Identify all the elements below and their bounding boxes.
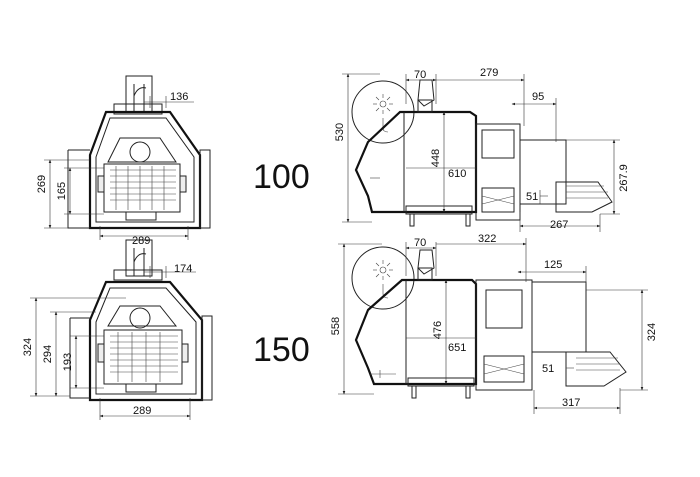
dim-front-height-outer-150: 324 — [22, 338, 34, 356]
dim-side-tube-150: 51 — [542, 363, 554, 375]
dim-side-body-height-100: 448 — [430, 149, 442, 167]
dim-front-height-inner-150: 193 — [62, 353, 74, 371]
dim-side-top-a-150: 70 — [414, 237, 426, 249]
dim-side-hopper-height-100: 267.9 — [618, 164, 630, 192]
front-view-100: 289 269 165 136 — [36, 75, 211, 247]
dim-front-height-mid-150: 294 — [42, 345, 54, 363]
side-view-150: 70 322 125 558 476 651 51 324 317 — [330, 233, 658, 414]
dim-front-width-100: 289 — [132, 235, 150, 247]
dim-side-length-100: 610 — [448, 168, 466, 180]
dim-side-hopper-length-150: 317 — [562, 397, 580, 409]
dim-side-feeder-100: 95 — [532, 91, 544, 103]
model-label-100: 100 — [253, 158, 310, 196]
side-view-100: 70 279 95 530 448 610 51 267.9 267 — [334, 67, 630, 232]
dim-side-length-150: 651 — [448, 342, 466, 354]
dim-side-hopper-length-100: 267 — [550, 219, 568, 231]
dim-side-height-100: 530 — [334, 123, 346, 141]
dim-side-top-b-150: 322 — [478, 233, 496, 245]
front-view-150: 289 324 294 193 174 — [22, 239, 213, 420]
dim-side-feeder-150: 125 — [544, 259, 562, 271]
dim-front-height-inner-100: 165 — [56, 182, 68, 200]
dim-front-pipe-offset-150: 174 — [174, 263, 192, 275]
model-label-150: 150 — [253, 331, 310, 369]
dim-front-pipe-offset-100: 136 — [170, 91, 188, 103]
dim-front-height-outer-100: 269 — [36, 175, 48, 193]
dim-side-hopper-height-150: 324 — [646, 323, 658, 341]
dim-side-top-a-100: 70 — [414, 69, 426, 81]
dim-front-width-150: 289 — [133, 405, 151, 417]
dim-side-tube-100: 51 — [526, 191, 538, 203]
dim-side-height-150: 558 — [330, 317, 342, 335]
dim-side-top-b-100: 279 — [480, 67, 498, 79]
dim-side-body-height-150: 476 — [432, 321, 444, 339]
